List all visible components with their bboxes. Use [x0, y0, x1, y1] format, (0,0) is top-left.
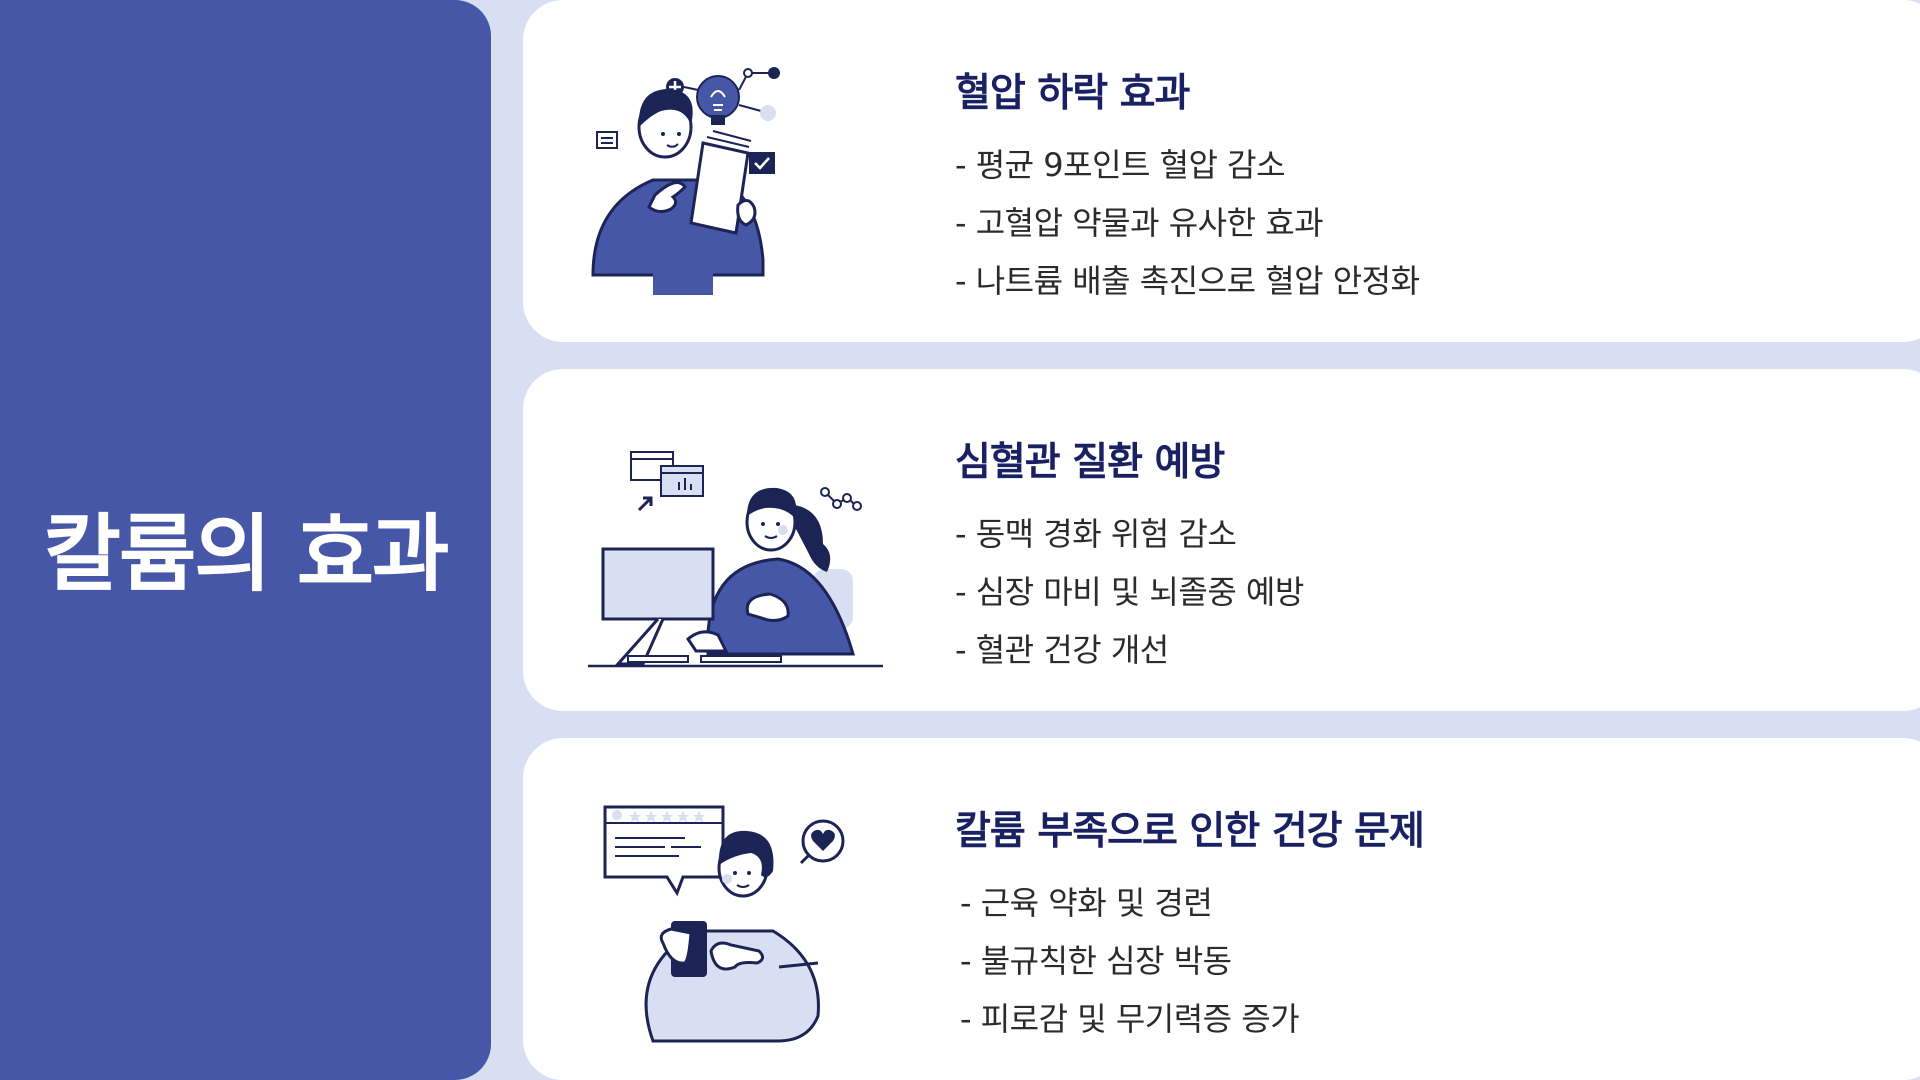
card-blood-pressure: 혈압 하락 효과 - 평균 9포인트 혈압 감소 - 고혈압 약물과 유사한 효…	[523, 0, 1920, 342]
page-title: 칼륨의 효과	[43, 505, 450, 603]
list-item: - 평균 9포인트 혈압 감소	[955, 146, 1286, 184]
effect-list: - 평균 9포인트 혈압 감소 - 고혈압 약물과 유사한 효과 - 나트륨 배…	[955, 136, 1420, 310]
list-item: - 동맥 경화 위험 감소	[955, 515, 1237, 553]
card-deficiency-problems: 칼륨 부족으로 인한 건강 문제 - 근육 약화 및 경련 - 불규칙한 심장 …	[523, 738, 1920, 1080]
list-item: - 고혈압 약물과 유사한 효과	[955, 204, 1324, 242]
card-cardiovascular: 심혈관 질환 예방 - 동맥 경화 위험 감소 - 심장 마비 및 뇌졸중 예방…	[523, 369, 1920, 711]
card-title: 심혈관 질환 예방	[955, 440, 1225, 485]
list-item: - 근육 약화 및 경련	[960, 884, 1213, 922]
list-item: - 피로감 및 무기력증 증가	[960, 1000, 1300, 1038]
sidebar-panel: 칼륨의 효과	[0, 0, 491, 1080]
list-item: - 심장 마비 및 뇌졸중 예방	[955, 573, 1304, 611]
effect-list: - 동맥 경화 위험 감소 - 심장 마비 및 뇌졸중 예방 - 혈관 건강 개…	[955, 505, 1304, 679]
card-title: 혈압 하락 효과	[955, 71, 1190, 116]
effect-list: - 근육 약화 및 경련 - 불규칙한 심장 박동 - 피로감 및 무기력증 증…	[960, 874, 1300, 1048]
list-item: - 혈관 건강 개선	[955, 631, 1169, 669]
list-item: - 나트륨 배출 촉진으로 혈압 안정화	[955, 262, 1420, 300]
list-item: - 불규칙한 심장 박동	[960, 942, 1232, 980]
card-title: 칼륨 부족으로 인한 건강 문제	[955, 809, 1425, 854]
person-reading-document-icon	[591, 67, 780, 295]
person-with-phone-review-icon	[603, 805, 845, 1043]
person-at-computer-icon	[588, 451, 883, 668]
